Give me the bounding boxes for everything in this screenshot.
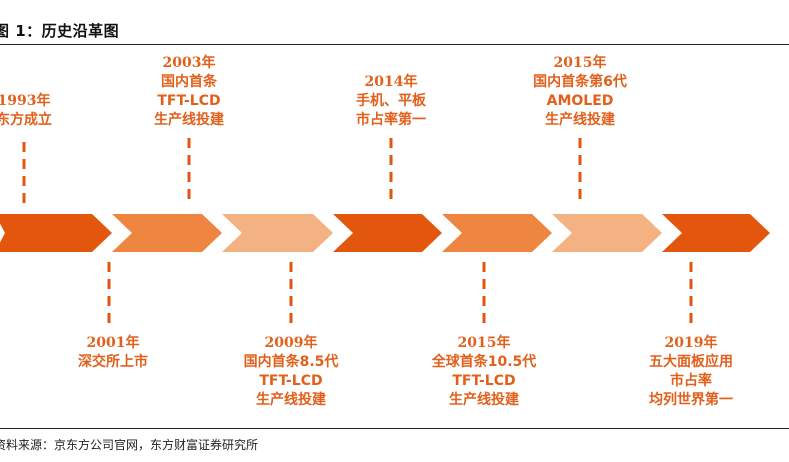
milestone-2014: 2014年 手机、平板 市占率第一 — [356, 73, 426, 130]
milestone-text-line: 生产线投建 — [545, 112, 615, 128]
milestone-2003: 2003年 国内首条 TFT-LCD 生产线投建 — [154, 54, 224, 130]
milestone-year: 2015年 — [553, 55, 607, 71]
milestone-text-line: 市占率第一 — [356, 112, 426, 128]
bottom-rule — [0, 428, 789, 429]
chevron-segment — [222, 214, 333, 252]
milestone-2015-amoled: 2015年 国内首条第6代 AMOLED 生产线投建 — [533, 54, 627, 130]
milestone-text-line: 东方成立 — [0, 112, 52, 128]
milestone-2015-lcd: 2015年 全球首条10.5代 TFT-LCD 生产线投建 — [432, 334, 537, 410]
milestone-2009: 2009年 国内首条8.5代 TFT-LCD 生产线投建 — [244, 334, 339, 410]
chevron-segment — [333, 214, 442, 252]
milestone-text-line: 生产线投建 — [154, 112, 224, 128]
milestone-1993: 1993年 东方成立 — [0, 92, 52, 130]
milestone-text-line: TFT-LCD — [157, 93, 221, 109]
milestone-2001: 2001年 深交所上市 — [78, 334, 148, 372]
chevron-segment — [112, 214, 222, 252]
milestone-2019: 2019年 五大面板应用 市占率 均列世界第一 — [649, 334, 733, 410]
chevron-segment — [0, 214, 112, 252]
milestone-text-line: 国内首条第6代 — [533, 74, 627, 90]
chevron-segment — [662, 214, 770, 252]
chevron-segment — [552, 214, 662, 252]
milestone-text-line: 深交所上市 — [78, 354, 148, 370]
milestone-text-line: AMOLED — [546, 93, 614, 109]
milestone-text-line: 全球首条10.5代 — [431, 354, 537, 370]
chevron-segment — [442, 214, 552, 252]
milestone-text-line: TFT-LCD — [452, 373, 516, 389]
milestone-year: 2001年 — [86, 335, 140, 351]
milestone-year: 2019年 — [664, 335, 718, 351]
milestone-year: 2003年 — [162, 55, 216, 71]
milestone-text-line: 生产线投建 — [448, 392, 519, 408]
milestone-text-line: 市占率 — [670, 373, 712, 389]
top-rule — [0, 44, 789, 45]
milestone-text-line: 国内首条8.5代 — [243, 354, 339, 370]
milestone-year: 2009年 — [264, 335, 318, 351]
milestone-text-line: 均列世界第一 — [649, 392, 733, 408]
milestone-text-line: 手机、平板 — [356, 93, 426, 109]
milestone-text-line: 五大面板应用 — [649, 354, 733, 370]
source-note: 资料来源：京东方公司官网，东方财富证券研究所 — [0, 438, 259, 452]
milestone-year: 1993年 — [0, 93, 51, 109]
milestone-text-line: 国内首条 — [161, 74, 217, 90]
dashed-connectors — [22, 138, 693, 324]
milestone-text-line: TFT-LCD — [259, 373, 323, 389]
figure-title: 图 1：历史沿革图 — [0, 22, 120, 40]
chevron-band — [0, 214, 770, 252]
milestone-year: 2015年 — [457, 335, 511, 351]
milestone-text-line: 生产线投建 — [256, 392, 326, 408]
milestone-year: 2014年 — [364, 74, 418, 90]
